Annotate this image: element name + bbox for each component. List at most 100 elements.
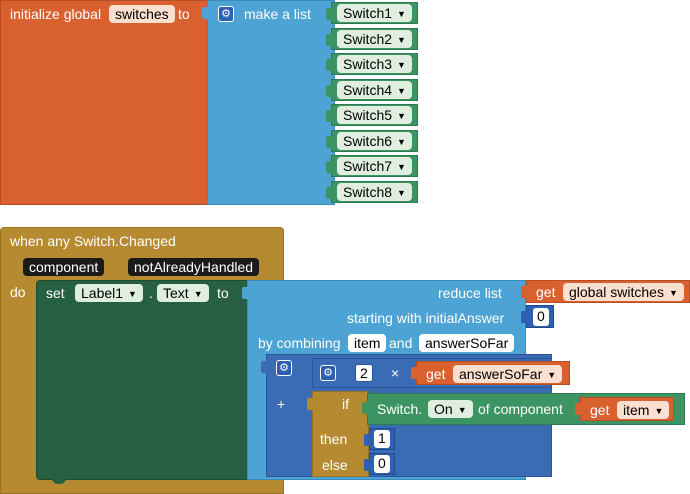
if-then-else-block[interactable]: if then else (307, 391, 369, 477)
switch-connector (326, 110, 333, 122)
switch-component-text: Switch7 (343, 158, 393, 174)
get-label: get (590, 402, 610, 418)
get-item-block[interactable]: get item▼ (575, 397, 674, 421)
add-mutator-gear-icon[interactable]: ⚙ (276, 360, 292, 376)
param-item[interactable]: item (348, 334, 387, 352)
switch-component-dropdown[interactable]: Switch6 ▼ (337, 131, 412, 150)
switch-component-text: Switch8 (343, 183, 393, 200)
dropdown-arrow-icon: ▼ (654, 406, 664, 417)
switch-component-dropdown[interactable]: Switch3 ▼ (337, 55, 412, 73)
switch-component-block[interactable]: Switch7▼ (326, 155, 418, 177)
property-dropdown[interactable]: Text ▼ (157, 284, 209, 302)
else-label: else (322, 457, 348, 473)
dropdown-arrow-icon: ▼ (397, 85, 406, 96)
then-label: then (320, 431, 348, 447)
get-label: get (426, 366, 446, 382)
switch-component-block[interactable]: Switch8 ▼ (326, 180, 418, 203)
switch-component-text: Switch6 (343, 132, 393, 149)
number-connector (521, 311, 528, 323)
switch-component-block[interactable]: Switch1 ▼ (326, 2, 418, 24)
switch-component-block[interactable]: Switch6 ▼ (326, 129, 418, 152)
switch-component-block[interactable]: Switch5 ▼ (326, 104, 418, 126)
set-label-text-block[interactable]: set Label1 ▼ . Text ▼ to (36, 280, 251, 480)
param-component-text: component (29, 259, 99, 275)
dropdown-arrow-icon: ▼ (397, 136, 406, 147)
multiply-factor-value[interactable]: 2 (355, 364, 373, 382)
dropdown-arrow-icon: ▼ (193, 289, 203, 300)
global-var-dropdown[interactable]: global switches▼ (563, 283, 684, 301)
switch-component-text: Switch2 (343, 30, 393, 47)
component-dropdown-text: Label1 (81, 285, 124, 301)
if-label: if (342, 396, 349, 412)
dot-label: . (149, 285, 153, 301)
if-connector (307, 398, 314, 410)
switch-property-dropdown[interactable]: On ▼ (428, 400, 473, 418)
by-combining-label: by combining (258, 335, 341, 351)
to-label: to (217, 285, 229, 301)
param-component[interactable]: component (23, 258, 105, 276)
reduce-list-label: reduce list (438, 285, 502, 301)
dropdown-arrow-icon: ▼ (397, 60, 406, 71)
dropdown-arrow-icon: ▼ (397, 111, 406, 122)
get-answer-so-far-block[interactable]: get answerSoFar▼ (411, 361, 570, 385)
multiply-mutator-gear-icon[interactable]: ⚙ (320, 365, 336, 381)
get-label: get (536, 284, 556, 300)
set-label: set (46, 285, 65, 301)
make-a-list-label: make a list (244, 6, 311, 22)
switch-connector (326, 33, 333, 46)
switch-connector (326, 161, 333, 173)
switch-component-block[interactable]: Switch2 ▼ (326, 27, 418, 50)
switch-component-block[interactable]: Switch4 ▼ (326, 78, 418, 101)
do-label: do (10, 284, 26, 300)
dropdown-arrow-icon: ▼ (397, 9, 406, 20)
then-number-block[interactable]: 1 (364, 428, 395, 450)
switch-component-text: Switch1 (343, 5, 393, 21)
property-dropdown-text: Text (163, 285, 189, 301)
switch-component-block[interactable]: Switch3 ▼ (326, 53, 418, 75)
param-answer-text: answerSoFar (425, 335, 509, 351)
dropdown-arrow-icon: ▼ (457, 405, 467, 416)
param-answer-so-far[interactable]: answerSoFar (419, 334, 515, 352)
else-number-block[interactable]: 0 (364, 453, 395, 475)
switch-component-dropdown[interactable]: Switch7▼ (337, 157, 412, 175)
switch-connector (326, 59, 333, 71)
of-component-label: of component (478, 401, 563, 417)
switch-component-dropdown[interactable]: Switch4 ▼ (337, 80, 412, 99)
switch-component-text: Switch3 (343, 56, 393, 72)
times-label: × (391, 365, 400, 381)
add-connector (261, 361, 268, 373)
dropdown-arrow-icon: ▼ (397, 187, 406, 198)
setter-bottom-notch (52, 476, 66, 484)
switch-component-dropdown[interactable]: Switch1 ▼ (337, 4, 412, 22)
switch-component-dropdown[interactable]: Switch5 ▼ (337, 106, 412, 124)
initialize-global-block[interactable]: initialize global switches to (0, 0, 212, 205)
dropdown-arrow-icon: ▼ (397, 34, 406, 45)
dropdown-arrow-icon: ▼ (128, 289, 137, 300)
global-name-field[interactable]: switches (109, 5, 175, 23)
dropdown-arrow-icon: ▼ (547, 370, 557, 381)
then-value[interactable]: 1 (374, 430, 390, 448)
mutator-gear-icon[interactable]: ⚙ (218, 6, 234, 22)
switch-connector (326, 186, 333, 199)
initial-answer-value[interactable]: 0 (533, 308, 549, 326)
param-item-text: item (354, 335, 381, 351)
component-dropdown[interactable]: Label1 ▼ (75, 284, 143, 302)
global-name-text: switches (115, 6, 169, 22)
initial-answer-number-block[interactable]: 0 (521, 305, 554, 328)
switch-property-text: On (434, 401, 453, 417)
switch-component-text: Switch4 (343, 81, 393, 98)
switch-component-text: Switch5 (343, 107, 393, 123)
get-global-switches-block[interactable]: get global switches▼ (521, 280, 690, 303)
get-connector (521, 286, 528, 298)
plus-label: + (277, 396, 286, 412)
switch-component-dropdown[interactable]: Switch2 ▼ (337, 29, 412, 48)
answer-var-dropdown[interactable]: answerSoFar▼ (453, 365, 563, 383)
else-value[interactable]: 0 (374, 455, 390, 473)
param-not-handled-text: notAlreadyHandled (134, 259, 254, 275)
item-var-dropdown[interactable]: item▼ (617, 401, 670, 419)
event-title: when any Switch.Changed (10, 233, 176, 249)
and-label: and (389, 335, 413, 351)
switch-component-dropdown[interactable]: Switch8 ▼ (337, 182, 412, 201)
param-not-already-handled[interactable]: notAlreadyHandled (128, 258, 260, 276)
make-a-list-block[interactable]: ⚙ make a list (202, 0, 335, 205)
